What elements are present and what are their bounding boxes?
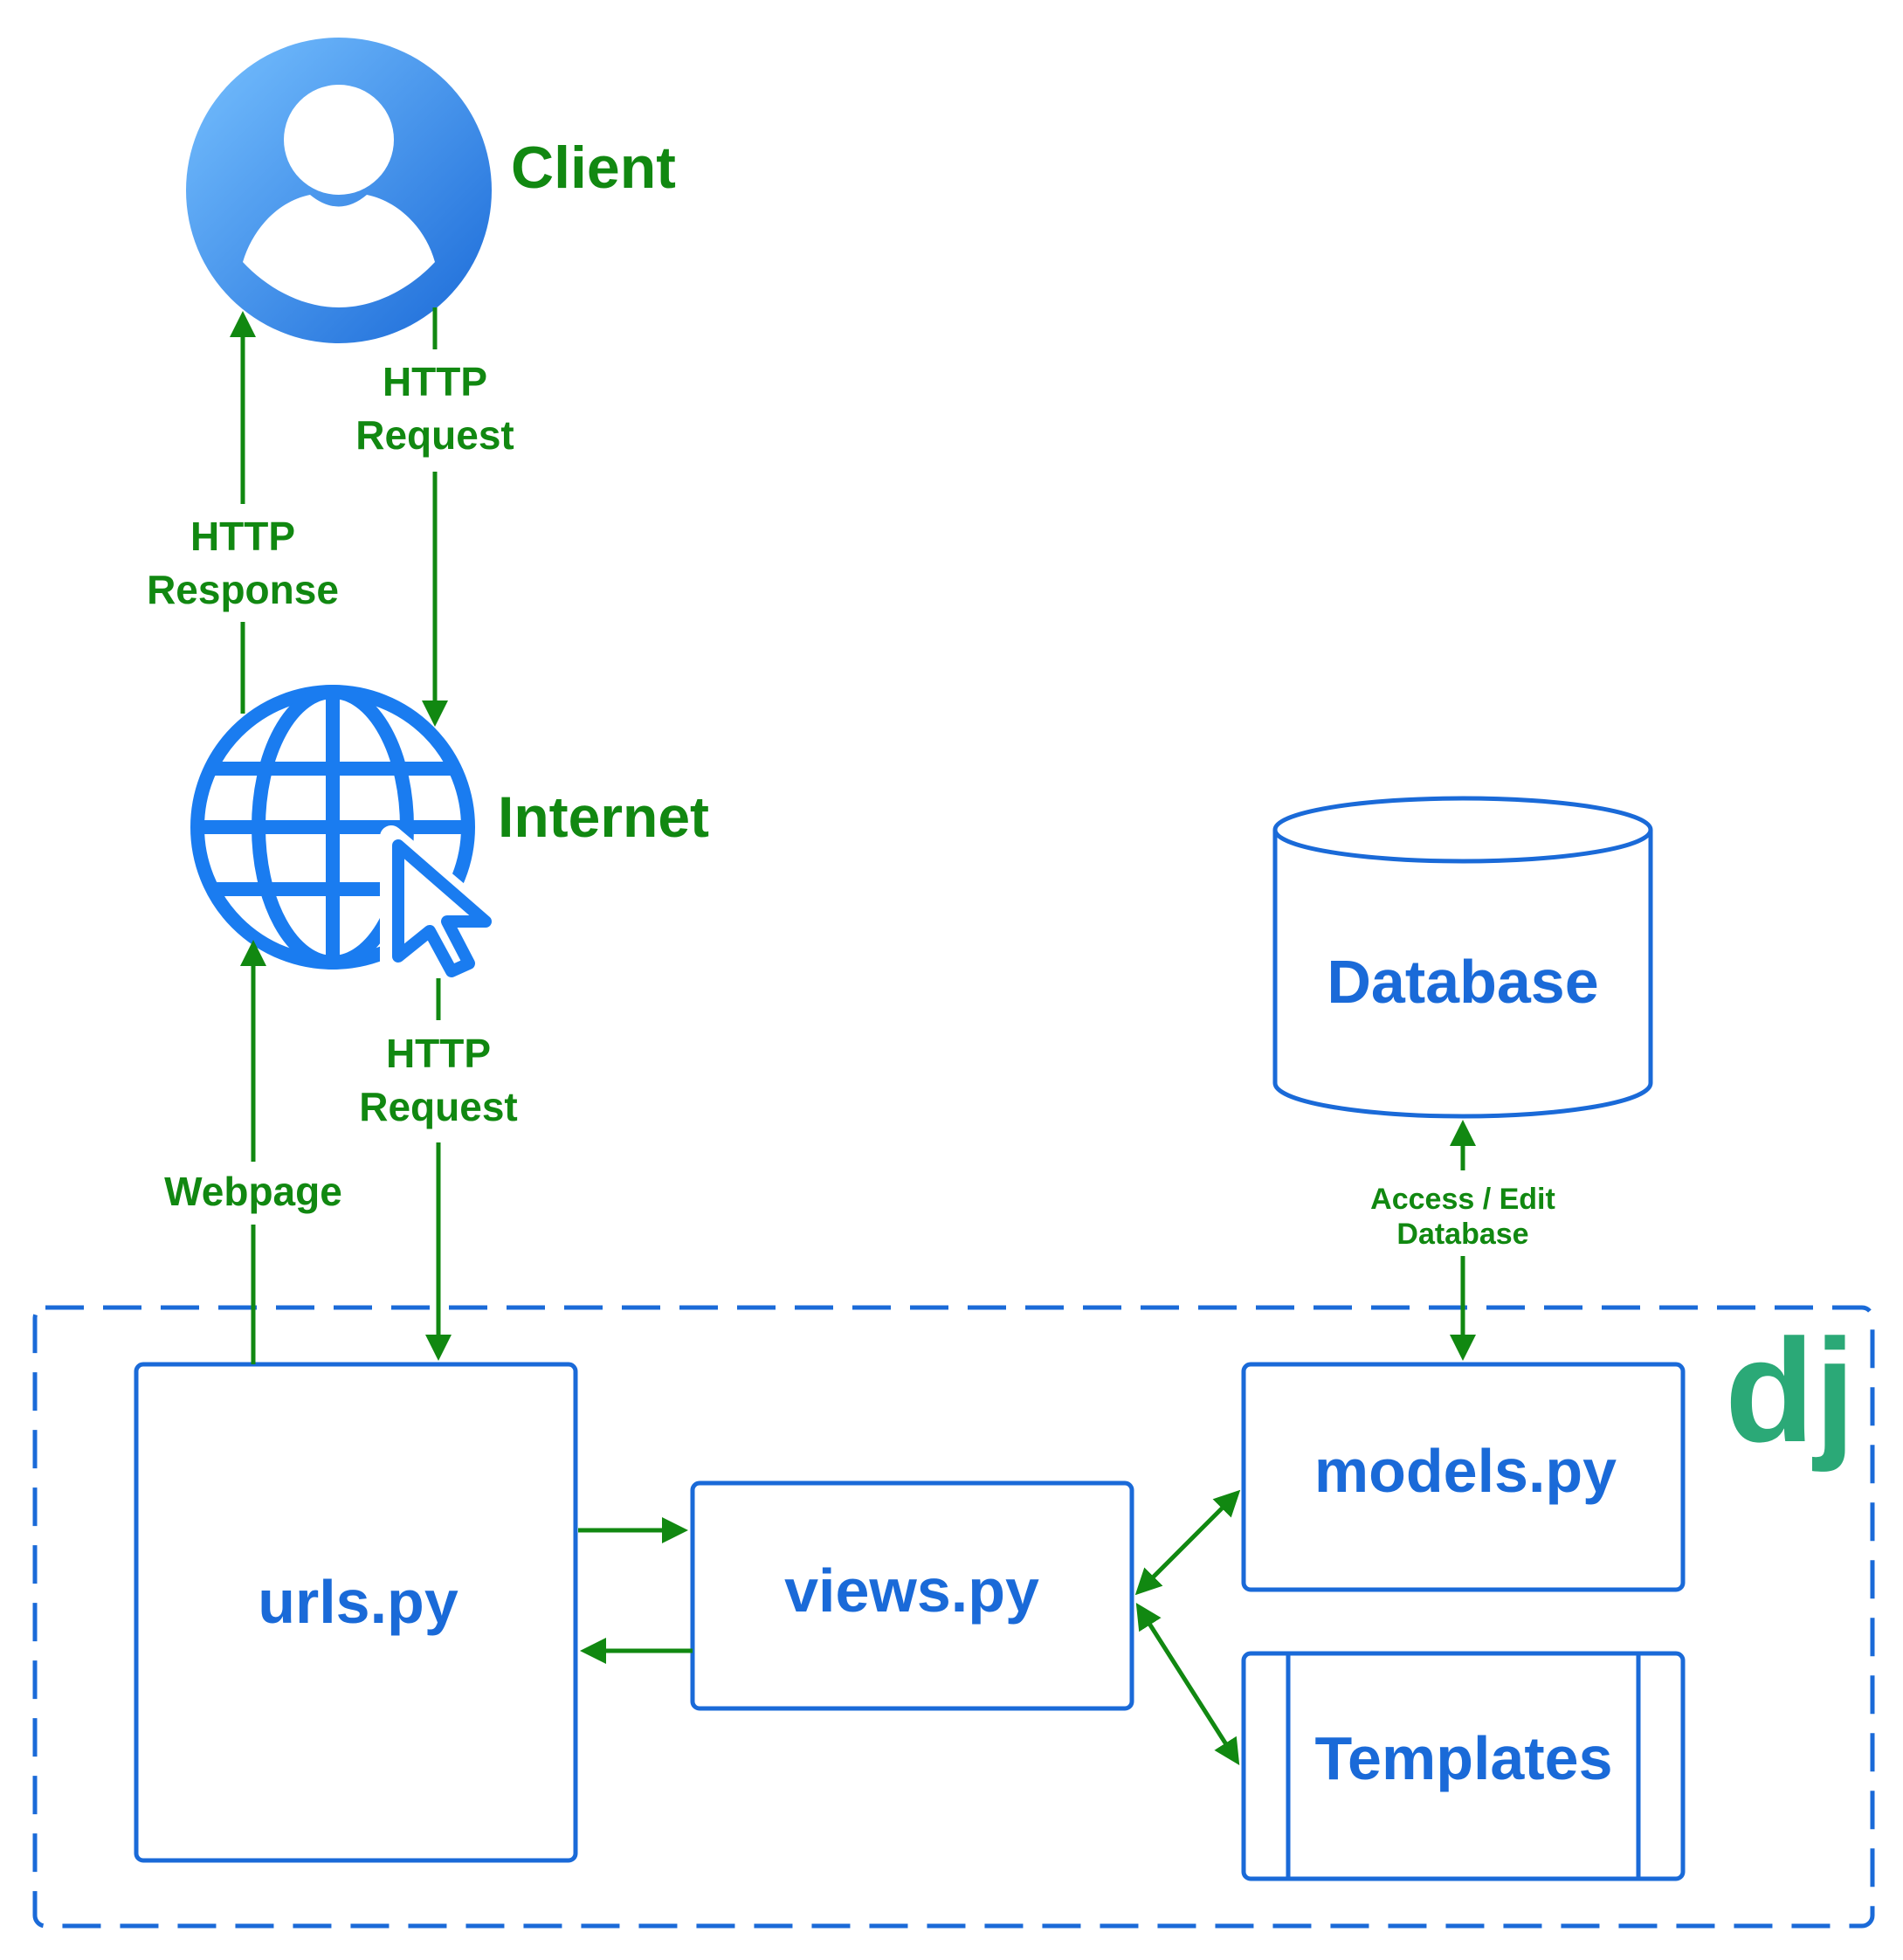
views-box[interactable] bbox=[690, 1480, 1134, 1711]
django-boundary bbox=[32, 1305, 1875, 1929]
templates-box[interactable] bbox=[1241, 1651, 1686, 1881]
django-logo: dj bbox=[1725, 1308, 1855, 1473]
user-avatar-icon bbox=[186, 38, 492, 343]
cylinder-icon bbox=[1272, 796, 1653, 1119]
http-request-bottom-bg bbox=[348, 1020, 529, 1142]
views-label: views.py bbox=[784, 1556, 1039, 1625]
models-label: models.py bbox=[1314, 1437, 1617, 1505]
urls-box[interactable] bbox=[134, 1362, 578, 1863]
db-access-bg bbox=[1364, 1170, 1562, 1256]
globe-cursor-icon bbox=[190, 685, 506, 990]
http-request-top-line2: Request bbox=[355, 412, 514, 458]
http-response-line2: Response bbox=[147, 567, 339, 612]
http-request-bottom-line2: Request bbox=[359, 1084, 517, 1129]
urls-label: urls.py bbox=[258, 1568, 459, 1636]
webpage-label: Webpage bbox=[164, 1169, 342, 1214]
http-request-top-bg bbox=[345, 349, 525, 472]
http-response-line1: HTTP bbox=[190, 514, 295, 559]
client-label: Client bbox=[511, 135, 676, 201]
http-response-bg bbox=[135, 504, 350, 622]
models-box[interactable] bbox=[1241, 1362, 1686, 1592]
templates-label: Templates bbox=[1314, 1724, 1612, 1792]
webpage-bg bbox=[150, 1162, 356, 1225]
database-label: Database bbox=[1327, 948, 1598, 1016]
db-access-line1: Access / Edit bbox=[1370, 1183, 1555, 1216]
http-request-top-line1: HTTP bbox=[383, 359, 487, 404]
arrow-views-models bbox=[1134, 1489, 1241, 1596]
http-request-bottom-line1: HTTP bbox=[386, 1031, 491, 1076]
arrow-views-templates bbox=[1135, 1602, 1240, 1766]
db-access-line2: Database bbox=[1396, 1218, 1528, 1251]
internet-label: Internet bbox=[498, 784, 709, 849]
